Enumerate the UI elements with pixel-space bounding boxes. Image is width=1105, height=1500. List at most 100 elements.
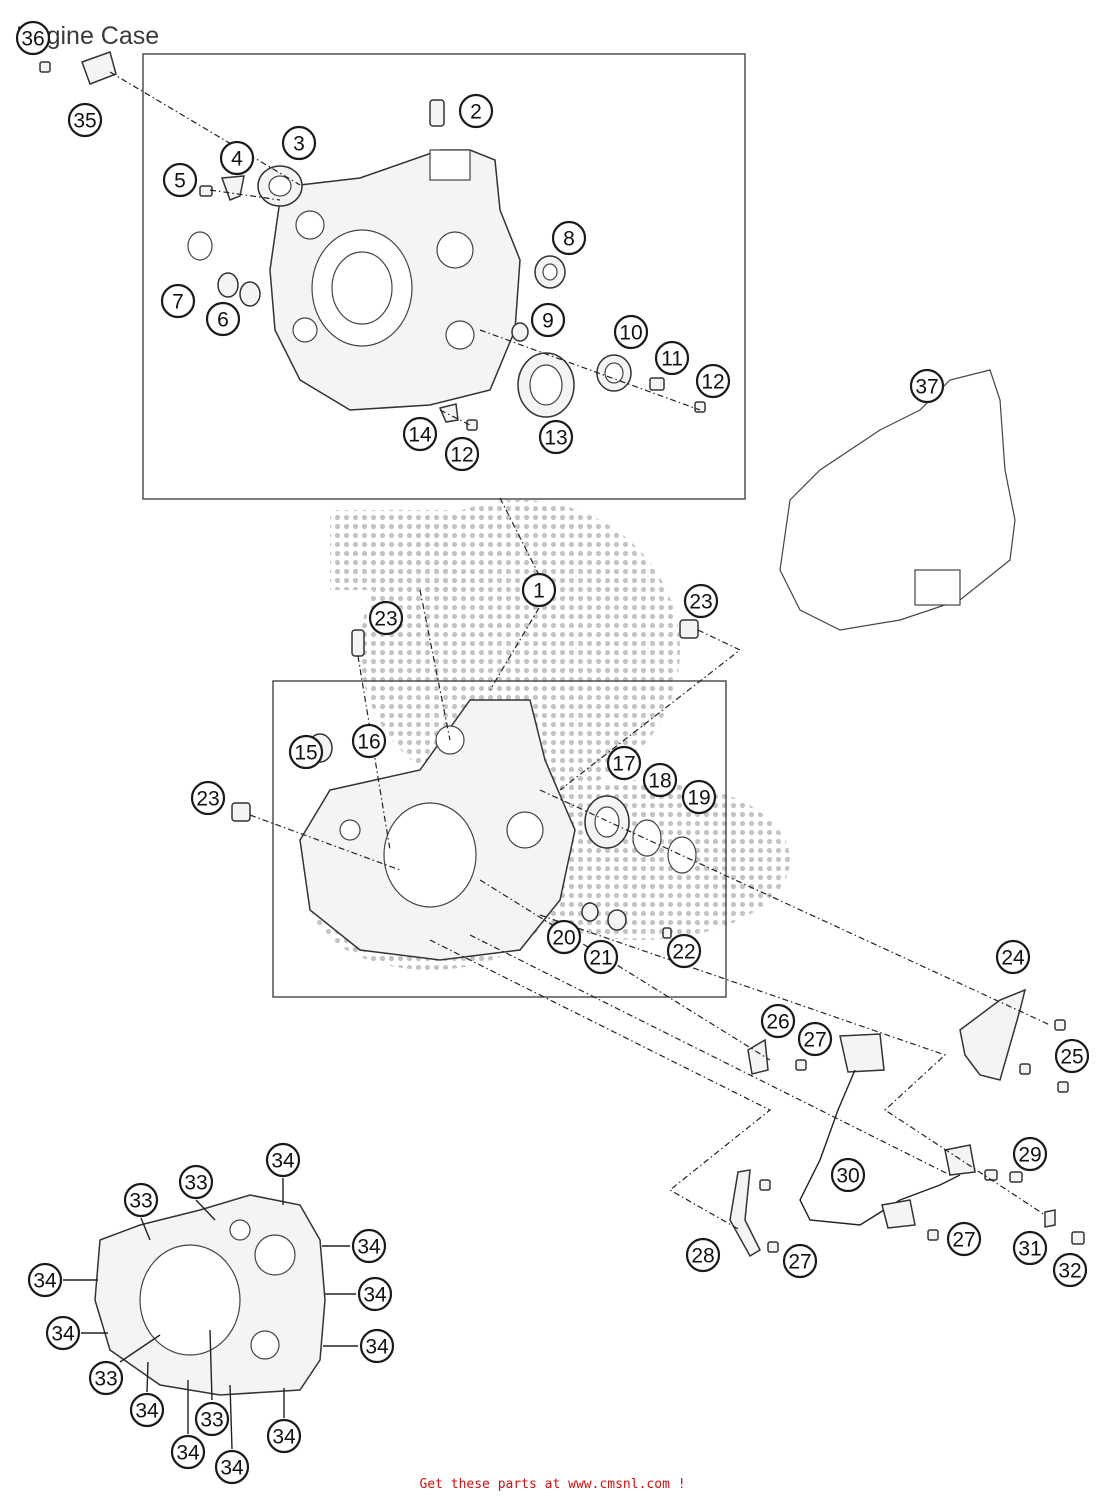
callout-c36: 36 — [15, 20, 51, 56]
footer-parts-link[interactable]: Get these parts at www.cmsnl.com ! — [419, 1477, 686, 1492]
callout-c34f: 34 — [359, 1328, 395, 1364]
callout-circle — [613, 314, 649, 350]
callout-label: 34 — [363, 1284, 387, 1307]
callout-c35: 35 — [67, 102, 103, 138]
callout-label: 33 — [184, 1172, 207, 1195]
callout-c30: 30 — [830, 1157, 866, 1193]
callout-circle — [782, 1243, 818, 1279]
callout-label: 32 — [1058, 1260, 1081, 1283]
callout-circle — [1052, 1252, 1088, 1288]
callout-label: 34 — [365, 1336, 389, 1359]
callout-circle — [546, 919, 582, 955]
callout-c6: 6 — [205, 301, 241, 337]
callout-circle — [695, 363, 731, 399]
callout-label: 12 — [450, 444, 473, 467]
callout-c37: 37 — [909, 368, 945, 404]
callout-c28: 28 — [685, 1237, 721, 1273]
callout-c34d: 34 — [357, 1276, 393, 1312]
callout-c3: 3 — [281, 125, 317, 161]
callout-circle — [27, 1262, 63, 1298]
callout-label: 25 — [1060, 1046, 1083, 1069]
callout-label: 34 — [33, 1270, 57, 1293]
callout-c24: 24 — [995, 939, 1031, 975]
callout-circle — [15, 20, 51, 56]
callout-circle — [123, 1182, 159, 1218]
callout-circle — [946, 1221, 982, 1257]
callout-label: 2 — [470, 101, 482, 124]
callout-label: 26 — [766, 1011, 789, 1034]
callout-circle — [654, 340, 690, 376]
callout-circle — [909, 368, 945, 404]
callout-c33c: 33 — [88, 1360, 124, 1396]
callout-c34a: 34 — [265, 1142, 301, 1178]
callout-c27a: 27 — [797, 1021, 833, 1057]
callout-c10: 10 — [613, 314, 649, 350]
top-left-parts — [39, 51, 117, 85]
callout-label: 35 — [73, 110, 96, 133]
leader-lines — [109, 71, 1051, 1231]
callout-label: 6 — [217, 309, 229, 332]
callout-circle — [1012, 1136, 1048, 1172]
callout-circle — [351, 1228, 387, 1264]
callout-label: 34 — [51, 1323, 75, 1346]
callout-c22: 22 — [666, 933, 702, 969]
callout-c34b: 34 — [351, 1228, 387, 1264]
callout-circle — [67, 102, 103, 138]
callout-circle — [681, 779, 717, 815]
callout-circle — [88, 1360, 124, 1396]
upper-detail-frame — [142, 53, 746, 500]
callout-circle — [160, 283, 196, 319]
middle-crankcase-half — [231, 619, 699, 961]
callout-c29: 29 — [1012, 1136, 1048, 1172]
callout-c9: 9 — [530, 302, 566, 338]
callout-label: 27 — [952, 1229, 975, 1252]
callout-label: 23 — [196, 788, 219, 811]
callout-label: 22 — [672, 941, 695, 964]
middle-detail-frame — [272, 680, 727, 998]
callout-label: 29 — [1018, 1144, 1041, 1167]
callout-circle — [538, 419, 574, 455]
callout-label: 18 — [648, 770, 671, 793]
callout-label: 33 — [200, 1409, 223, 1432]
callout-label: 34 — [271, 1150, 295, 1173]
callout-circle — [162, 162, 198, 198]
callout-circle — [1054, 1038, 1090, 1074]
callout-label: 11 — [661, 348, 683, 371]
callout-label: 12 — [701, 371, 724, 394]
callout-circle — [219, 140, 255, 176]
callout-c20: 20 — [546, 919, 582, 955]
callout-label: 20 — [552, 927, 575, 950]
callout-c25: 25 — [1054, 1038, 1090, 1074]
callout-c33d: 33 — [194, 1401, 230, 1437]
callout-circle — [266, 1418, 302, 1454]
callout-label: 33 — [129, 1190, 152, 1213]
callout-circle — [1012, 1230, 1048, 1266]
callout-c27b: 27 — [946, 1221, 982, 1257]
callout-label: 34 — [272, 1426, 296, 1449]
callout-c34e: 34 — [45, 1315, 81, 1351]
callout-circle — [583, 939, 619, 975]
callout-label: 21 — [589, 947, 612, 970]
callout-circle — [288, 734, 324, 770]
callout-label: 30 — [836, 1165, 859, 1188]
callout-label: 27 — [803, 1029, 826, 1052]
callout-c13: 13 — [538, 419, 574, 455]
callout-c34i: 34 — [170, 1434, 206, 1470]
callout-circle — [281, 125, 317, 161]
callout-label: 33 — [94, 1368, 117, 1391]
callout-label: 16 — [357, 731, 380, 754]
callout-label: 8 — [563, 228, 575, 251]
callout-circle — [683, 583, 719, 619]
callout-circle — [178, 1164, 214, 1200]
upper-crankcase-half — [269, 149, 521, 411]
callout-label: 15 — [294, 742, 317, 765]
callout-c5: 5 — [162, 162, 198, 198]
callout-label: 4 — [231, 148, 243, 171]
callout-circle — [551, 220, 587, 256]
callout-circle — [129, 1392, 165, 1428]
callout-circle — [265, 1142, 301, 1178]
callout-c15: 15 — [288, 734, 324, 770]
callout-c26: 26 — [760, 1003, 796, 1039]
